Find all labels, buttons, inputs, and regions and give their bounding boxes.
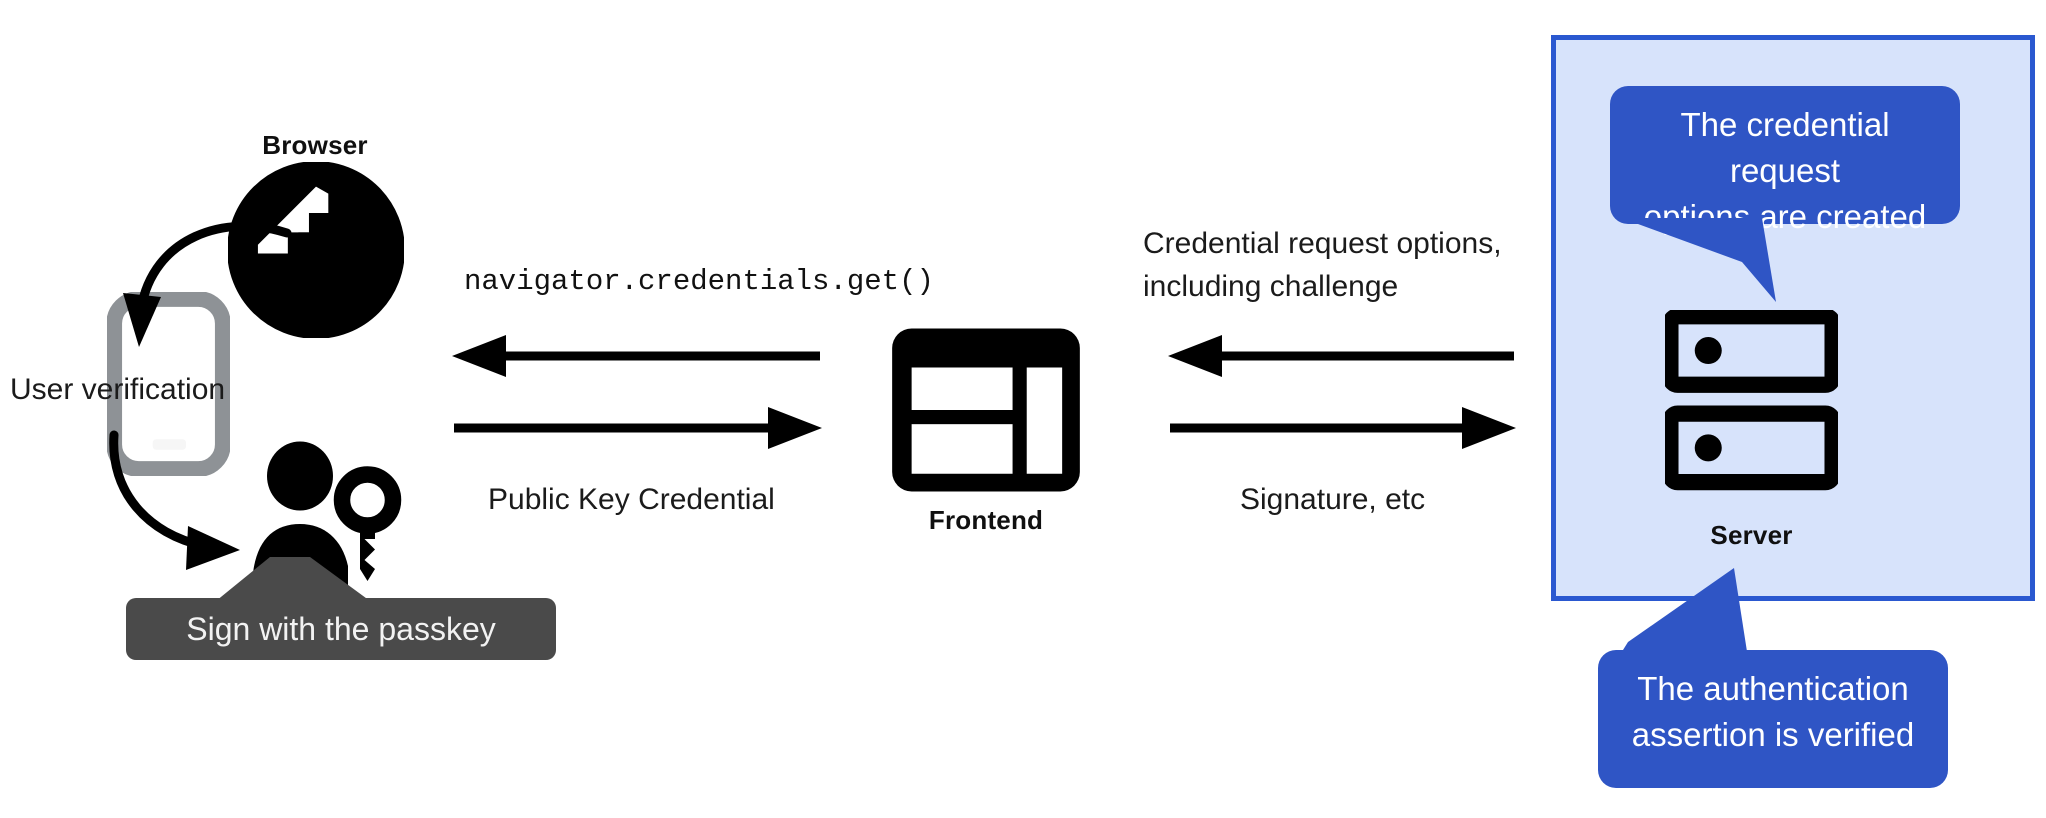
arrow-left-navigator-get [452,335,822,377]
browser-to-phone-arrow [105,215,305,375]
server-rack-icon [1665,310,1838,492]
flow-label-signature: Signature, etc [1240,483,1426,516]
callout-credential-request-created-tail [1634,218,1864,302]
callout-credential-request-created-text: The credential request options are creat… [1610,86,1960,235]
flow-label-public-key-credential: Public Key Credential [488,483,775,516]
callout-assertion-verified: The authentication assertion is verified [1598,650,1948,788]
flow-label-credential-request-options: Credential request options, including ch… [1143,227,1502,303]
phone-icon [107,292,230,476]
callout-assertion-verified-tail [1618,568,1794,658]
web-layout-icon [888,325,1084,495]
flow-label-navigator-get: navigator.credentials.get() [464,265,934,298]
arrow-right-public-key-credential [452,407,822,449]
arrow-right-signature [1168,407,1516,449]
frontend-label: Frontend [928,505,1044,535]
phone-to-user-arrow [100,430,310,590]
callout-credential-request-created: The credential request options are creat… [1610,86,1960,235]
passkey-tooltip-tail [210,557,390,601]
server-label: Server [1710,520,1793,550]
arrow-left-credential-request-options [1168,335,1516,377]
globe-icon [228,162,404,338]
user-verification-label: User verification [10,373,226,406]
callout-assertion-verified-text: The authentication assertion is verified [1598,650,1948,788]
passkey-tooltip: Sign with the passkey [126,598,556,660]
browser-label: Browser [262,130,368,160]
